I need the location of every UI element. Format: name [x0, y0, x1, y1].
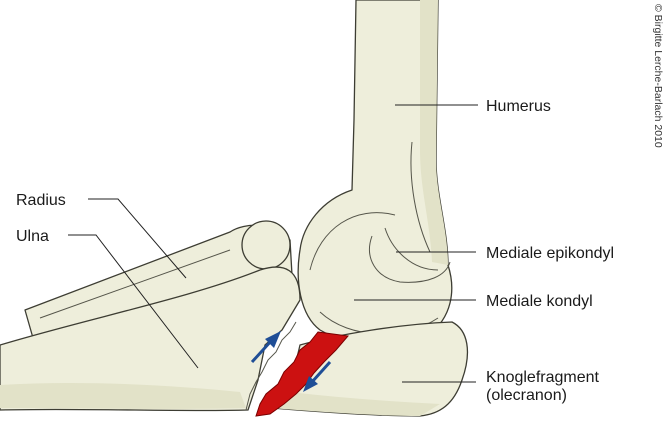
humerus-bone — [298, 0, 452, 345]
label-olecranon: (olecranon) — [486, 387, 567, 404]
label-mediale-epikondyl: Mediale epikondyl — [486, 245, 614, 262]
copyright-notice: © Birgitte Lerche-Barlach 2010 — [652, 4, 663, 148]
label-radius: Radius — [16, 192, 66, 209]
label-humerus: Humerus — [486, 98, 551, 115]
label-knoglefragment: Knoglefragment — [486, 369, 600, 386]
label-mediale-kondyl: Mediale kondyl — [486, 293, 593, 310]
label-ulna: Ulna — [16, 228, 49, 245]
